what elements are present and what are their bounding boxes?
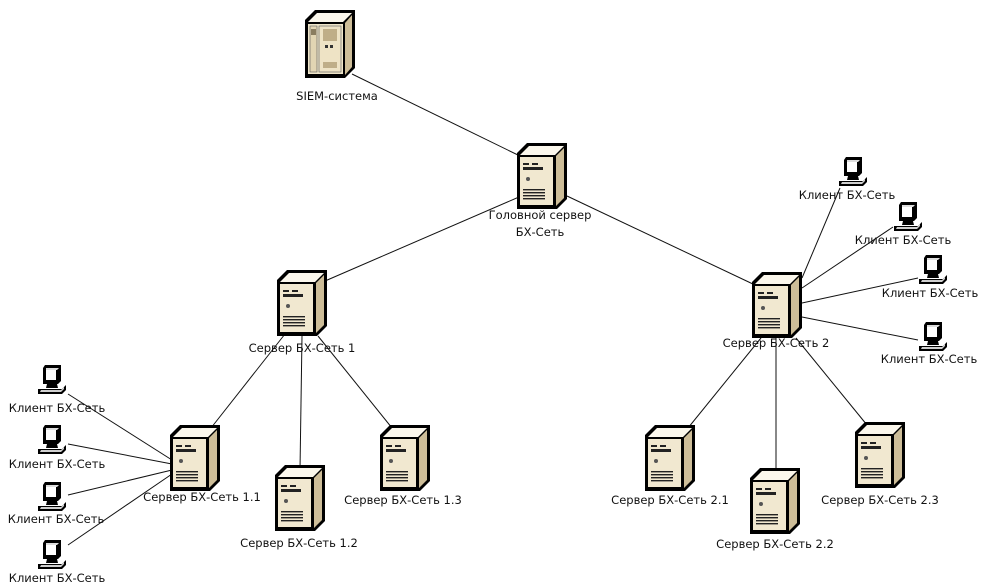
- edge-s2-c2a: [801, 187, 841, 279]
- node-c2c[interactable]: Клиент БХ-Сеть: [882, 255, 979, 300]
- node-c11c[interactable]: Клиент БХ-Сеть: [8, 482, 105, 526]
- node-label: Сервер БХ-Сеть 2: [723, 336, 830, 350]
- node-label: Сервер БХ-Сеть 1: [249, 341, 356, 355]
- node-s12[interactable]: Сервер БХ-Сеть 1.2: [240, 465, 358, 550]
- server-icon[interactable]: [855, 422, 905, 488]
- client-computer-icon[interactable]: [38, 425, 66, 454]
- edge-s1-s11: [210, 333, 286, 429]
- node-c11d[interactable]: Клиент БХ-Сеть: [9, 540, 106, 585]
- edge-s1-s12: [299, 335, 303, 471]
- node-label: Клиент БХ-Сеть: [9, 457, 106, 471]
- edge-s11-c11c: [67, 469, 173, 496]
- edge-s1-s13: [317, 335, 393, 429]
- server-icon[interactable]: [517, 143, 567, 209]
- node-label: Клиент БХ-Сеть: [9, 401, 106, 415]
- edge-s2-s23: [795, 337, 868, 426]
- client-computer-icon[interactable]: [919, 255, 947, 284]
- node-c11b[interactable]: Клиент БХ-Сеть: [9, 425, 106, 471]
- server-icon[interactable]: [170, 425, 220, 491]
- client-computer-icon[interactable]: [38, 540, 66, 569]
- server-icon[interactable]: [275, 465, 325, 531]
- node-c2d[interactable]: Клиент БХ-Сеть: [881, 322, 978, 366]
- node-c2a[interactable]: Клиент БХ-Сеть: [799, 157, 896, 202]
- node-label: Сервер БХ-Сеть 1.2: [240, 536, 358, 550]
- node-s21[interactable]: Сервер БХ-Сеть 2.1: [611, 425, 729, 507]
- node-siem[interactable]: SIEM-система: [296, 9, 378, 103]
- node-label: Сервер БХ-Сеть 2.2: [716, 537, 834, 551]
- node-s23[interactable]: Сервер БХ-Сеть 2.3: [821, 422, 939, 507]
- edge-head-s2: [566, 195, 756, 286]
- node-c11a[interactable]: Клиент БХ-Сеть: [9, 365, 106, 415]
- node-label: Сервер БХ-Сеть 1.3: [344, 493, 462, 507]
- client-computer-icon[interactable]: [839, 157, 867, 186]
- server-icon[interactable]: [645, 425, 695, 491]
- edge-s11-c11b: [67, 443, 173, 465]
- node-label: Сервер БХ-Сеть 2.3: [821, 493, 939, 507]
- edge-s2-c2d: [801, 316, 919, 341]
- node-label: Клиент БХ-Сеть: [9, 571, 106, 585]
- node-s22[interactable]: Сервер БХ-Сеть 2.2: [716, 468, 834, 551]
- edge-s11-c11a: [67, 393, 173, 461]
- server-icon[interactable]: [750, 468, 800, 534]
- server-icon[interactable]: [380, 425, 430, 491]
- node-label: Клиент БХ-Сеть: [799, 188, 896, 202]
- node-label: Головной сервер: [489, 208, 592, 222]
- edges-layer: [67, 73, 919, 546]
- node-s2[interactable]: Сервер БХ-Сеть 2: [723, 272, 830, 350]
- edge-siem-head: [351, 73, 521, 157]
- edge-s11-c11d: [67, 473, 173, 546]
- node-label: Сервер БХ-Сеть 2.1: [611, 493, 729, 507]
- edge-head-s1: [324, 196, 520, 282]
- node-s13[interactable]: Сервер БХ-Сеть 1.3: [344, 425, 462, 507]
- client-computer-icon[interactable]: [894, 202, 922, 231]
- node-label: БХ-Сеть: [516, 225, 565, 239]
- edge-s2-c2b: [801, 226, 894, 289]
- node-label: Сервер БХ-Сеть 1.1: [143, 490, 261, 504]
- siem-tower-icon[interactable]: [304, 9, 356, 79]
- edge-s2-s21: [687, 337, 762, 429]
- node-s1[interactable]: Сервер БХ-Сеть 1: [249, 270, 356, 355]
- node-s11[interactable]: Сервер БХ-Сеть 1.1: [143, 425, 261, 504]
- node-label: Клиент БХ-Сеть: [8, 512, 105, 526]
- node-label: Клиент БХ-Сеть: [881, 352, 978, 366]
- node-c2b[interactable]: Клиент БХ-Сеть: [855, 202, 952, 247]
- client-computer-icon[interactable]: [38, 482, 66, 511]
- node-label: SIEM-система: [296, 89, 378, 103]
- server-icon[interactable]: [752, 272, 802, 338]
- client-computer-icon[interactable]: [919, 322, 947, 351]
- server-icon[interactable]: [277, 270, 327, 336]
- node-label: Клиент БХ-Сеть: [882, 286, 979, 300]
- edge-s2-c2c: [801, 277, 919, 304]
- node-label: Клиент БХ-Сеть: [855, 233, 952, 247]
- client-computer-icon[interactable]: [38, 365, 66, 394]
